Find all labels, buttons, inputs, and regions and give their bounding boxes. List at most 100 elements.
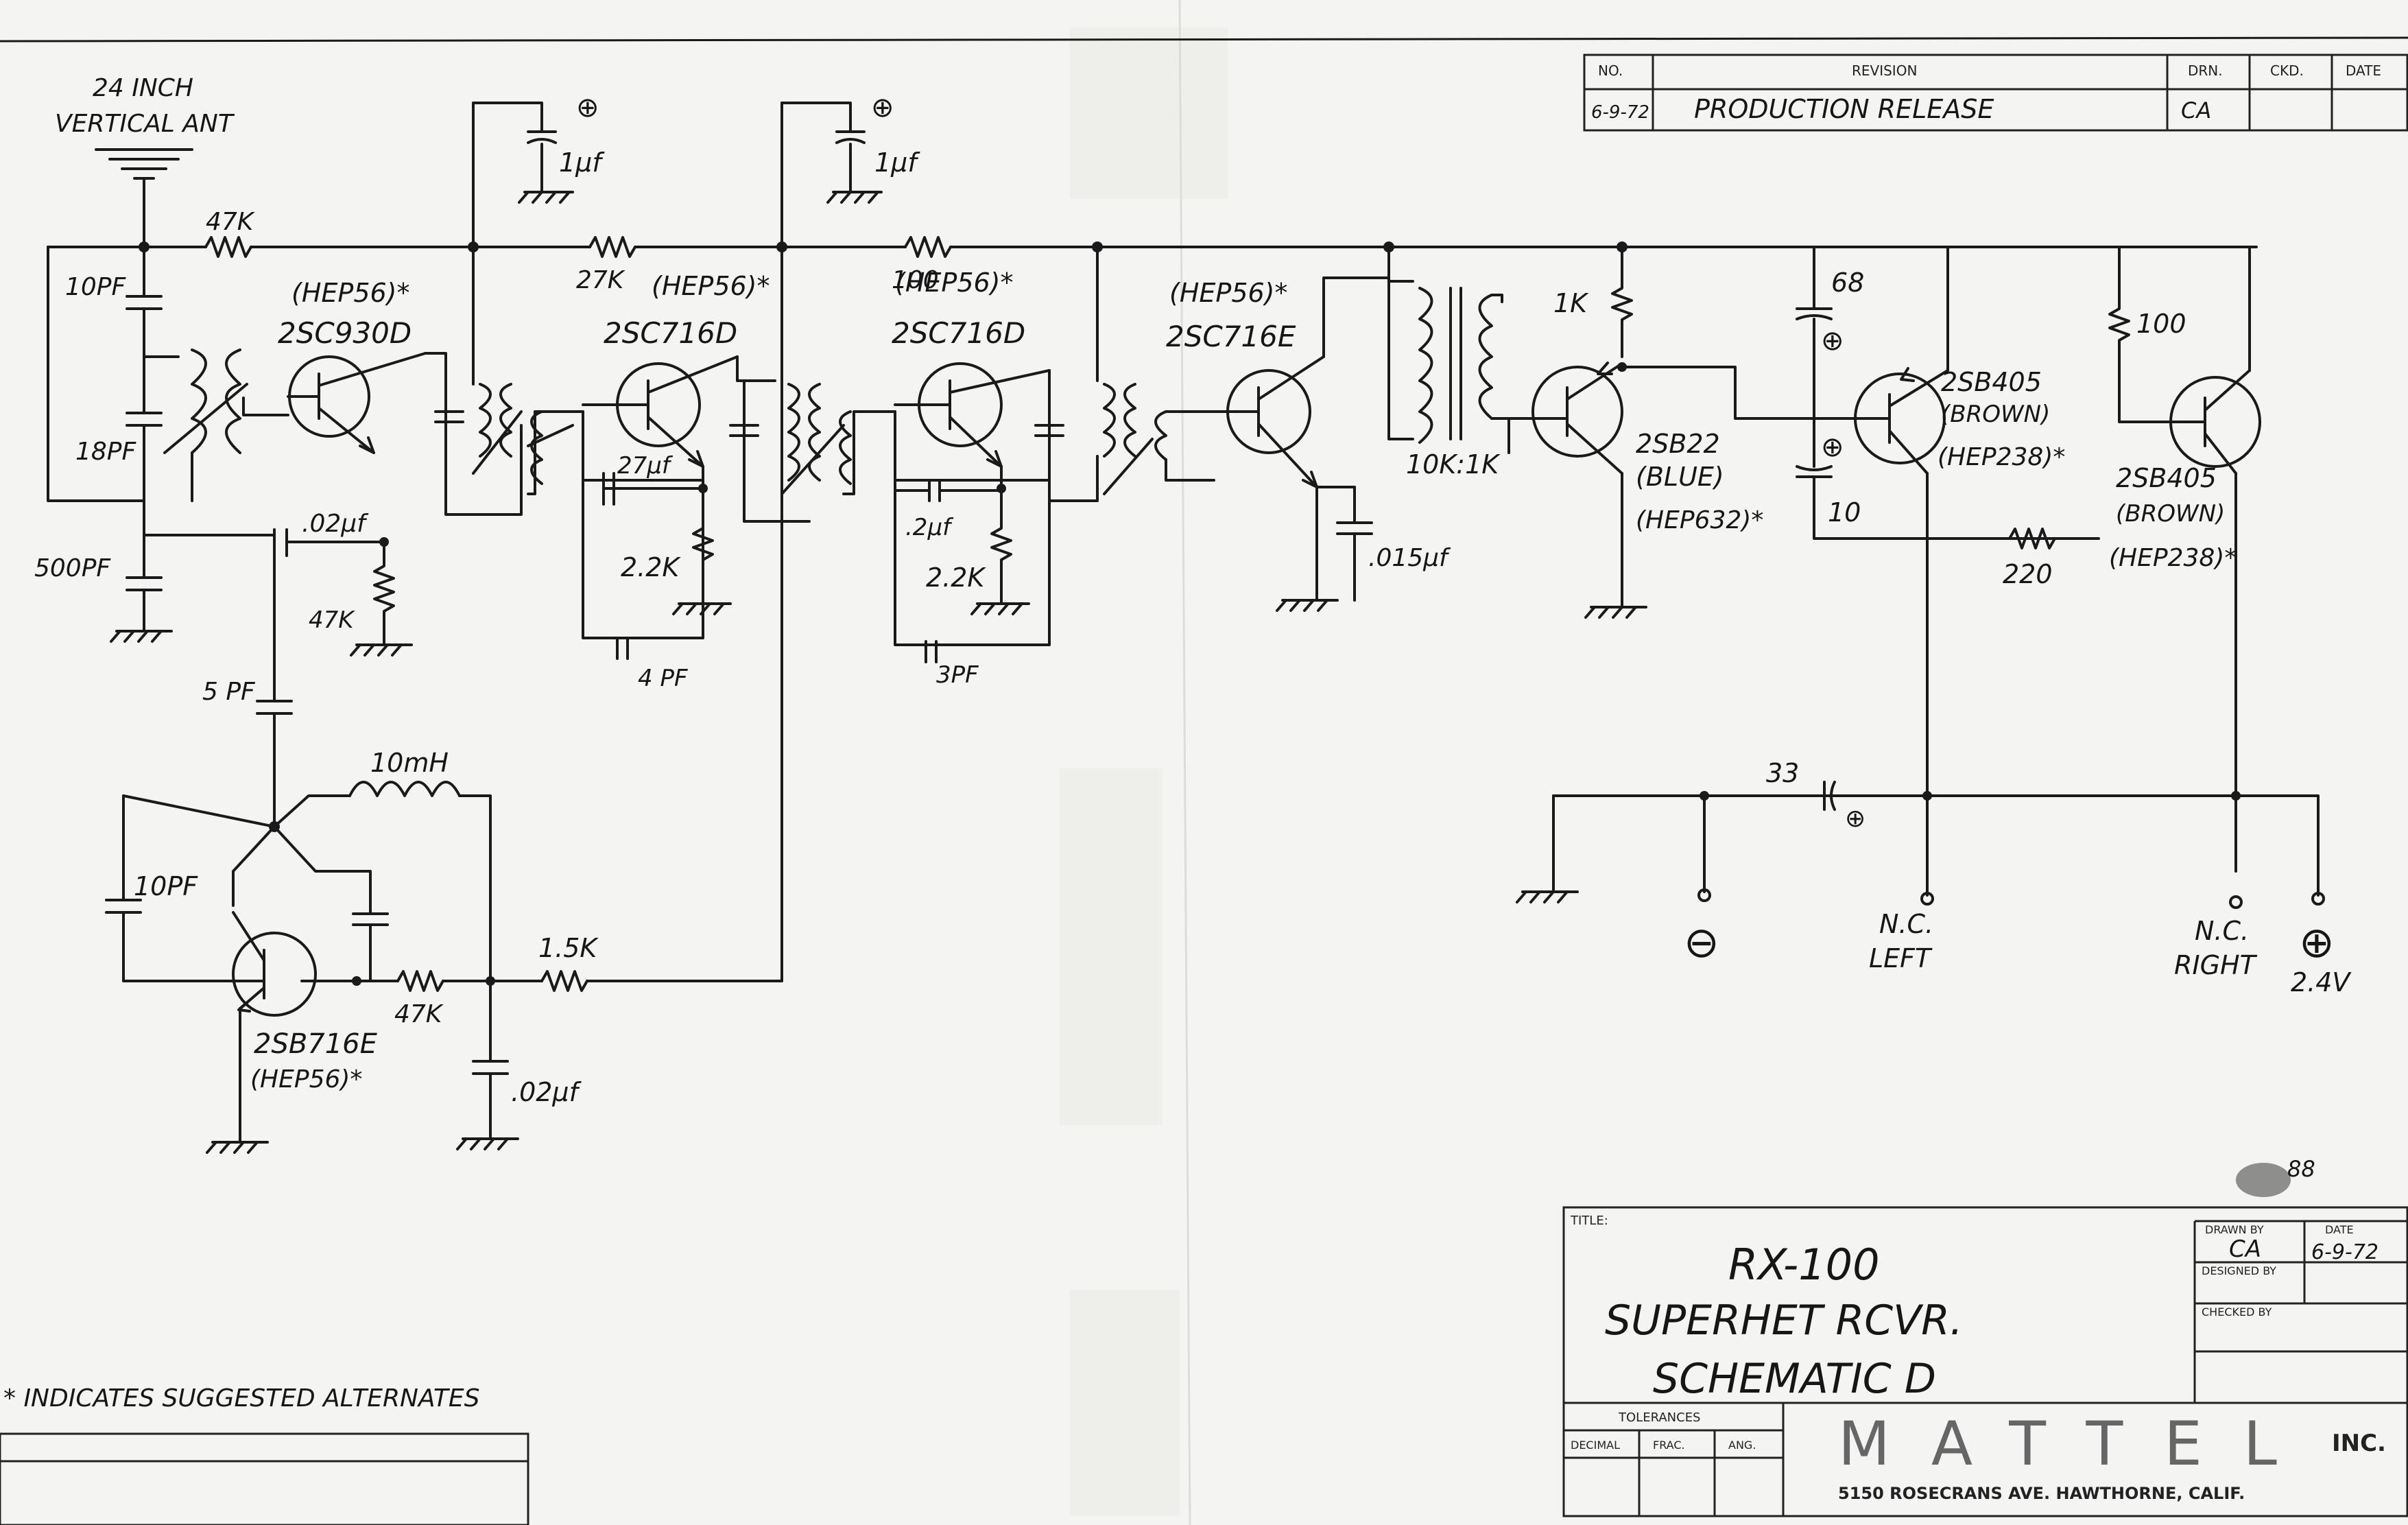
q1-type-label: 2SC930D <box>278 316 412 350</box>
antenna-label-1: 24 INCH <box>93 74 193 102</box>
if-stage-1: ⊕ 1µf 4 PF <box>424 92 704 692</box>
c-10pf-ant-label: 10PF <box>65 273 127 301</box>
q6-alt-label: (HEP238)* <box>1938 443 2065 471</box>
title-line-1: RX-100 <box>1728 1240 1880 1290</box>
if-stage-3 <box>1034 246 1215 502</box>
c-02uf-osc-label: .02µf <box>511 1077 582 1107</box>
nc-left-label-2: LEFT <box>1869 943 1933 973</box>
checked-by-label: CHECKED BY <box>2202 1305 2272 1319</box>
r-1k-label: 1K <box>1553 288 1589 318</box>
terminal-minus: ⊖ <box>1684 917 1719 967</box>
transistor-q2: (HEP56)* 2SC716D 27µf 2.2K <box>582 271 770 615</box>
plus-sign-5: ⊕ <box>1845 805 1865 833</box>
rev-header-ckd: CKD. <box>2270 62 2304 79</box>
c-015uf-label: .015µf <box>1368 544 1451 572</box>
c-68-label: 68 <box>1831 268 1864 298</box>
tolerances-label: TOLERANCES <box>1618 1410 1701 1425</box>
c-5pf-label: 5 PF <box>202 678 256 706</box>
r-220-label: 220 <box>2003 559 2053 589</box>
transistor-q4: (HEP56)* 2SC716E .015µf <box>1166 246 1451 612</box>
rev-header-date: DATE <box>2346 62 2381 79</box>
plus-sign-2: ⊕ <box>871 92 894 123</box>
rf-input-stage: 10PF 18PF .02µf 47K 500PF 5 PF <box>34 246 413 828</box>
rev-header-revision: REVISION <box>1852 62 1917 79</box>
q2-type-label: 2SC716D <box>604 316 737 350</box>
q3-alt-label: (HEP56)* <box>895 268 1014 298</box>
tol-frac: FRAC. <box>1653 1439 1685 1452</box>
q7-color-label: (BROWN) <box>2116 500 2225 528</box>
r-100-if-label: 100 <box>892 266 939 294</box>
company-address: 5150 ROSECRANS AVE. HAWTHORNE, CALIF. <box>1838 1484 2245 1503</box>
q6-color-label: (BROWN) <box>1941 401 2050 428</box>
transistor-q3: (HEP56)* 2SC716D .2µf 2.2K <box>892 268 1051 615</box>
c-500pf-label: 500PF <box>34 554 111 582</box>
stamp-text: 88 <box>2287 1156 2315 1182</box>
q4-type-label: 2SC716E <box>1166 320 1296 353</box>
antenna: 24 INCH VERTICAL ANT <box>55 74 235 248</box>
c-33-label: 33 <box>1766 758 1799 788</box>
r-22k-2-label: 2.2K <box>926 563 986 593</box>
c-02uf-rf-label: .02µf <box>302 510 369 538</box>
r-47k-top-label: 47K <box>206 208 255 236</box>
drawn-by-value: CA <box>2229 1236 2261 1263</box>
q3-type-label: 2SC716D <box>892 316 1025 350</box>
footnote-text: * INDICATES SUGGESTED ALTERNATES <box>3 1384 480 1412</box>
date-label: DATE <box>2325 1223 2354 1236</box>
q5-color-label: (BLUE) <box>1636 462 1724 492</box>
r-15k-label: 1.5K <box>538 933 599 963</box>
q1-alt-label: (HEP56)* <box>291 278 410 308</box>
l-10mh-label: 10mH <box>370 748 449 778</box>
title-block: TITLE: RX-100 SUPERHET RCVR. SCHEMATIC D… <box>1562 1206 2408 1517</box>
r-100-out-label: 100 <box>2136 309 2186 339</box>
ink-stamp: 88 <box>2236 1156 2315 1197</box>
local-oscillator: 10mH 10PF 47K 1.5K .02µf 2SB71 <box>105 748 783 1154</box>
q7-alt-label: (HEP238)* <box>2109 544 2237 572</box>
transistor-q1: (HEP56)* 2SC930D <box>278 278 427 454</box>
c-1uf-1-label: 1µf <box>559 147 605 178</box>
r-22k-1-label: 2.2K <box>621 552 681 582</box>
q6-type-label: 2SB405 <box>1941 367 2042 397</box>
r-27k-label: 27K <box>576 266 625 294</box>
bottom-left-stamp <box>0 1432 529 1525</box>
tol-ang: ANG. <box>1728 1439 1756 1452</box>
title-line-3: SCHEMATIC D <box>1653 1355 1936 1403</box>
audio-output-stage: 68 ⊕ ⊕ 10 2SB405 (BROWN) (HEP238)* 100 2… <box>1796 246 2261 873</box>
c-18pf-label: 18PF <box>75 438 137 466</box>
rev-row-no: 6-9-72 <box>1591 102 1649 123</box>
supply-rail: 47K 27K 100 <box>47 208 2258 294</box>
rev-row-revision: PRODUCTION RELEASE <box>1694 94 1994 124</box>
nc-right-label-2: RIGHT <box>2174 950 2258 980</box>
plus-sign-3: ⊕ <box>1821 325 1844 357</box>
title-line-2: SUPERHET RCVR. <box>1605 1297 1963 1345</box>
rev-header-no: NO. <box>1598 62 1623 79</box>
if-stage-2: ⊕ 1µf 3PF <box>729 92 1051 982</box>
c-27uf-label: 27µf <box>617 452 673 480</box>
c-1uf-2-label: 1µf <box>874 147 920 178</box>
terminal-plus: ⊕ <box>2299 917 2335 967</box>
q8-alt-label: (HEP56)* <box>250 1065 362 1093</box>
r-47k-rf-label: 47K <box>309 606 355 634</box>
revision-block: NO. REVISION DRN. CKD. DATE 6-9-72 PRODU… <box>1583 54 2408 132</box>
company-name: MATTEL <box>1838 1408 2318 1479</box>
voltage-label: 2.4V <box>2291 967 2352 997</box>
q2-alt-label: (HEP56)* <box>652 271 770 301</box>
c-4pf-label: 4 PF <box>638 665 688 692</box>
q5-alt-label: (HEP632)* <box>1636 506 1763 534</box>
title-label: TITLE: <box>1570 1214 1608 1228</box>
transistor-q5: 1K 2SB22 (BLUE) (HEP632)* <box>1507 246 1822 619</box>
nc-left-label-1: N.C. <box>1879 909 1933 939</box>
q4-alt-label: (HEP56)* <box>1169 278 1288 308</box>
audio-transformer: 10K:1K <box>1387 273 1510 480</box>
drawn-by-label: DRAWN BY <box>2205 1223 2264 1236</box>
c-10-label: 10 <box>1828 497 1861 528</box>
plus-sign-1: ⊕ <box>576 92 599 123</box>
output-terminals: ⊖ 33 ⊕ N.C. LEFT N.C. RIGHT ⊕ 2.4V <box>1516 758 2352 997</box>
r-47k-osc-label: 47K <box>394 1000 444 1028</box>
q8-type-label: 2SB716E <box>254 1028 378 1060</box>
plus-sign-4: ⊕ <box>1821 432 1844 463</box>
q5-type-label: 2SB22 <box>1636 429 1720 459</box>
c-3pf-label: 3PF <box>936 661 979 689</box>
tol-decimal: DECIMAL <box>1571 1439 1620 1452</box>
antenna-label-2: VERTICAL ANT <box>55 110 235 138</box>
